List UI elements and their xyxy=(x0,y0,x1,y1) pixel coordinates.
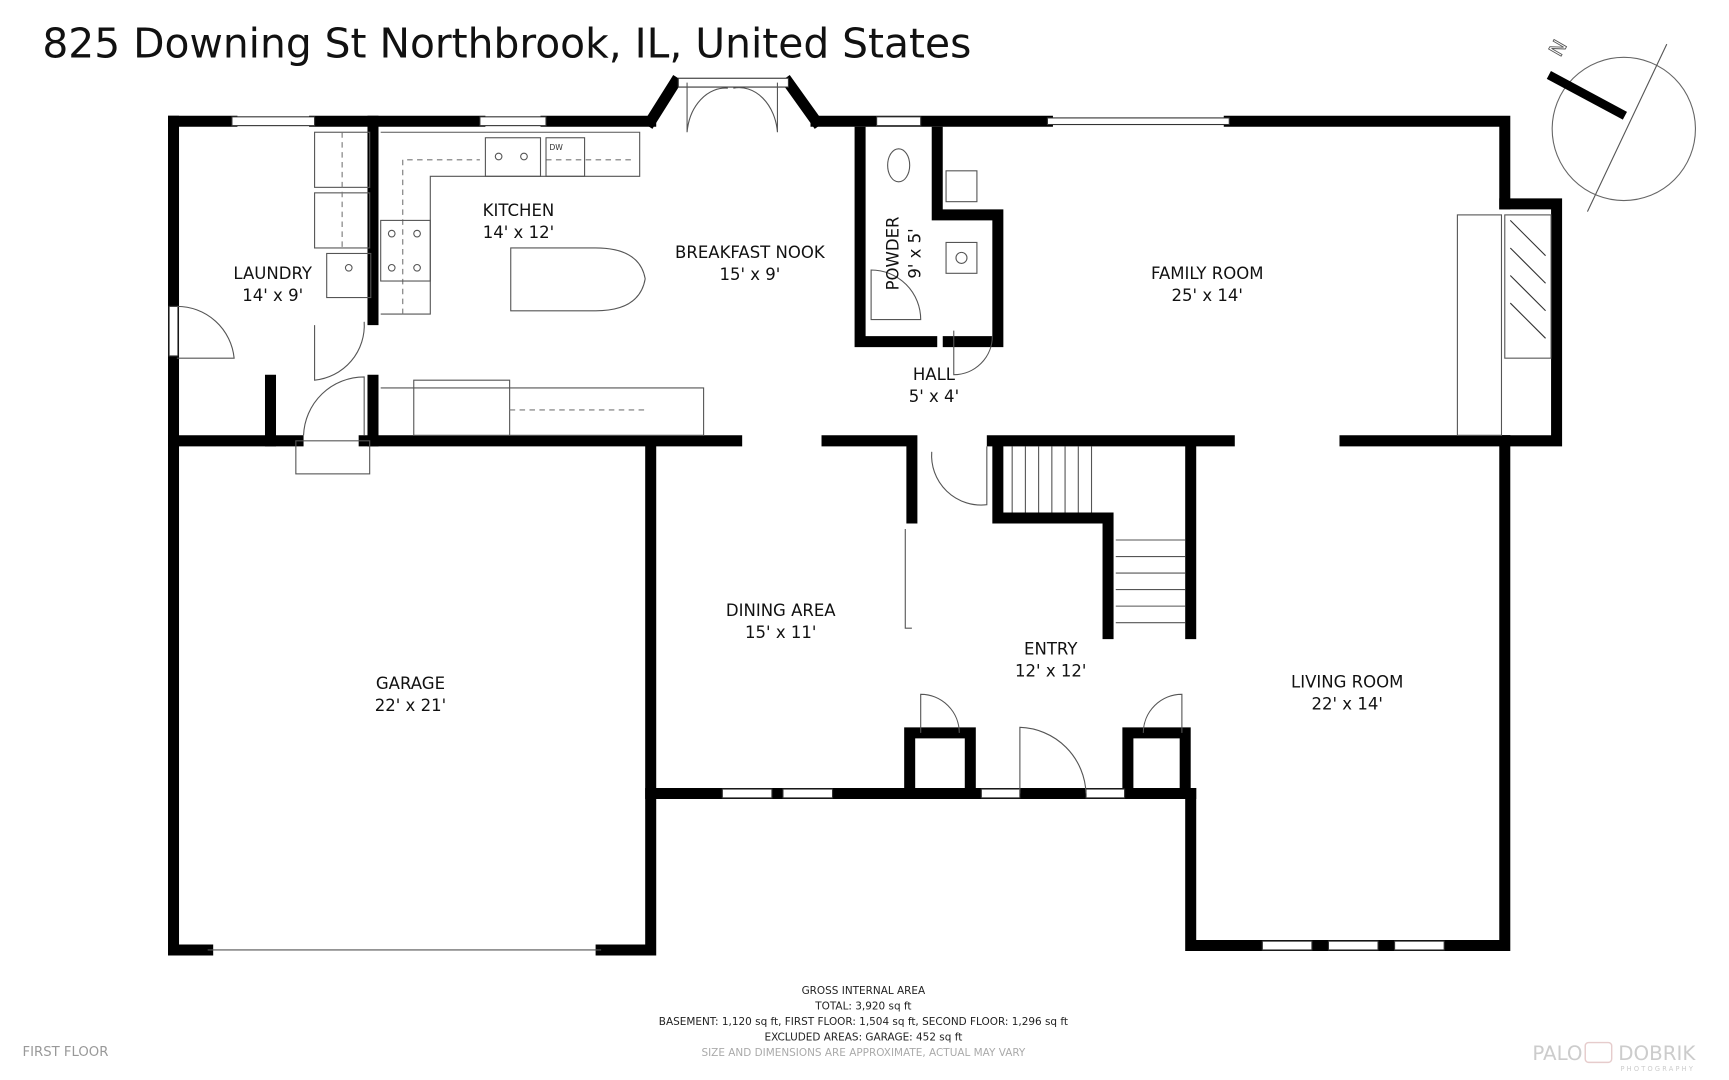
kitchen-fixtures: DW xyxy=(314,131,1552,436)
room-family-room-size: 25' x 14' xyxy=(1172,286,1243,305)
room-labels: LAUNDRY 14' x 9' KITCHEN 14' x 12' BREAK… xyxy=(233,201,1403,715)
room-garage-name: GARAGE xyxy=(376,674,445,693)
room-entry-size: 12' x 12' xyxy=(1015,662,1086,681)
room-dining-area-size: 15' x 11' xyxy=(745,623,816,642)
room-entry-name: ENTRY xyxy=(1024,640,1078,659)
compass-icon: N xyxy=(1544,36,1696,212)
room-family-room-name: FAMILY ROOM xyxy=(1151,264,1263,283)
room-kitchen-name: KITCHEN xyxy=(483,201,555,220)
disclaimer: SIZE AND DIMENSIONS ARE APPROXIMATE, ACT… xyxy=(701,1047,1025,1059)
room-laundry-size: 14' x 9' xyxy=(242,286,303,305)
stairs xyxy=(1011,446,1186,624)
camera-icon xyxy=(1584,1041,1613,1064)
logo-subtext: PHOTOGRAPHY xyxy=(1621,1065,1696,1073)
page-title: 825 Downing St Northbrook, IL, United St… xyxy=(42,19,971,67)
room-laundry-name: LAUNDRY xyxy=(233,264,312,283)
room-living-room-size: 22' x 14' xyxy=(1311,695,1382,714)
total-area: TOTAL: 3,920 sq ft xyxy=(814,1000,911,1012)
area-summary: GROSS INTERNAL AREA TOTAL: 3,920 sq ft B… xyxy=(659,985,1068,1059)
windows xyxy=(168,77,1445,951)
room-living-room-name: LIVING ROOM xyxy=(1291,673,1403,692)
walls xyxy=(168,74,1563,956)
doors xyxy=(176,82,1183,794)
room-powder-size: 9' x 5' xyxy=(906,228,925,278)
compass-north-label: N xyxy=(1545,36,1572,60)
room-dining-area-name: DINING AREA xyxy=(726,601,836,620)
room-garage-size: 22' x 21' xyxy=(375,696,446,715)
logo-text-left: PALO xyxy=(1532,1042,1582,1065)
room-breakfast-nook-size: 15' x 9' xyxy=(719,265,780,284)
room-hall-size: 5' x 4' xyxy=(909,387,959,406)
excluded-areas: EXCLUDED AREAS: GARAGE: 452 sq ft xyxy=(764,1031,962,1043)
dishwasher-label: DW xyxy=(549,143,563,152)
room-hall-name: HALL xyxy=(913,365,956,384)
room-powder-name: POWDER xyxy=(884,217,903,291)
logo-text-right: DOBRIK xyxy=(1618,1042,1696,1065)
floor-areas: BASEMENT: 1,120 sq ft, FIRST FLOOR: 1,50… xyxy=(659,1016,1068,1028)
room-breakfast-nook-name: BREAKFAST NOOK xyxy=(675,243,826,262)
photographer-logo: PALO DOBRIK PHOTOGRAPHY xyxy=(1532,1041,1696,1073)
room-kitchen-size: 14' x 12' xyxy=(483,223,554,242)
floor-name: FIRST FLOOR xyxy=(23,1045,109,1060)
gross-area-heading: GROSS INTERNAL AREA xyxy=(802,985,926,997)
